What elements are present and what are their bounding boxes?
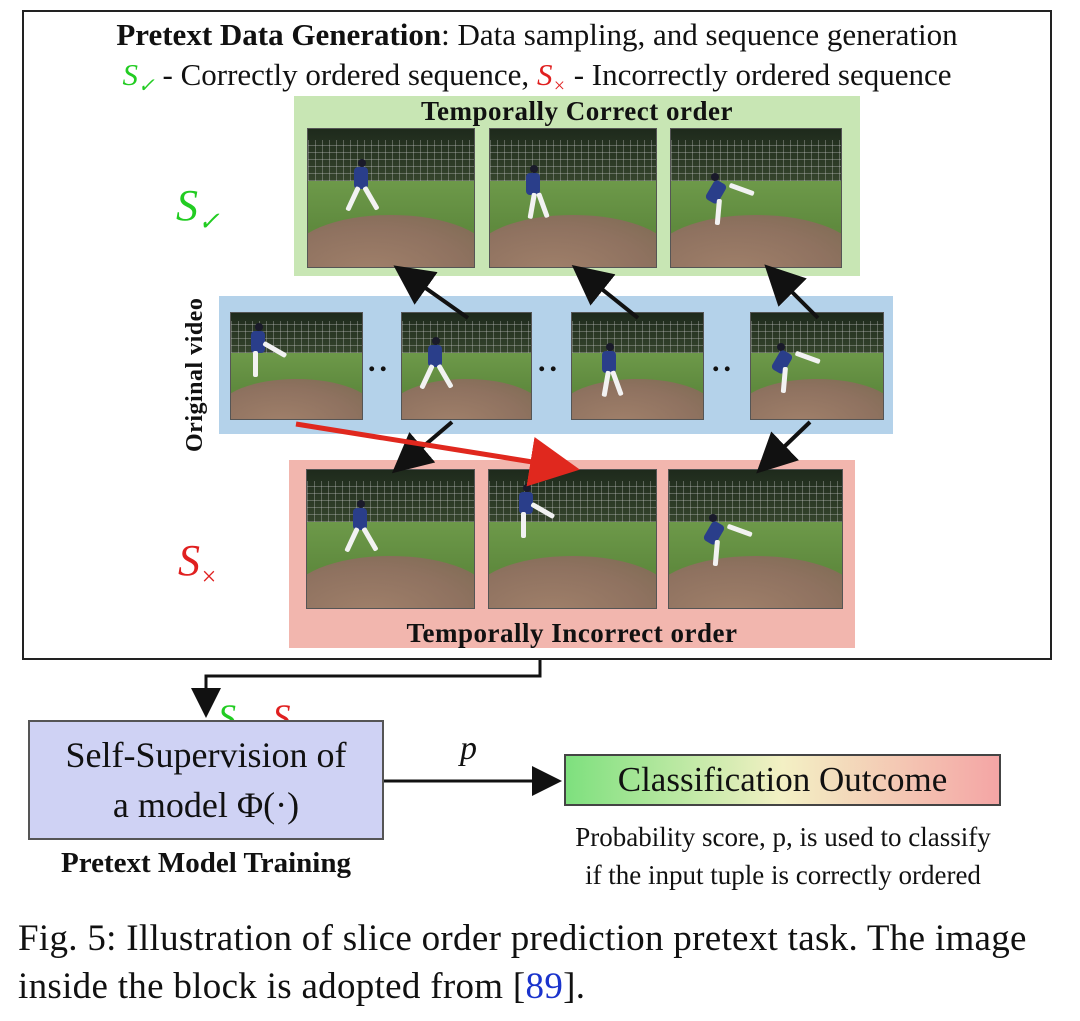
correct-frame-2 bbox=[489, 128, 657, 268]
ellipsis-2: .. bbox=[538, 345, 561, 378]
correct-order-title: Temporally Correct order bbox=[421, 96, 733, 126]
incorrect-frame-1 bbox=[306, 469, 475, 609]
header-line-2: S✓ - Correctly ordered sequence, S× - In… bbox=[22, 56, 1052, 105]
probability-line-1: Probability score, p, is used to classif… bbox=[575, 822, 991, 852]
self-supervision-box: Self-Supervision of a model Φ(·) bbox=[28, 720, 384, 840]
classification-outcome-box: Classification Outcome bbox=[564, 754, 1001, 806]
header-title-rest: : Data sampling, and sequence generation bbox=[441, 17, 958, 52]
incorrect-order-title: Temporally Incorrect order bbox=[406, 618, 738, 648]
header-line-1: Pretext Data Generation: Data sampling, … bbox=[22, 16, 1052, 54]
pretext-model-training-label: Pretext Model Training bbox=[61, 847, 351, 879]
original-frame-3 bbox=[571, 312, 704, 420]
caption-text: Fig. 5: Illustration of slice order pred… bbox=[18, 918, 1027, 1007]
figure-caption: Fig. 5: Illustration of slice order pred… bbox=[18, 915, 1064, 1011]
caption-reference-link[interactable]: 89 bbox=[525, 966, 564, 1007]
arrow-orig3-to-correct2 bbox=[571, 265, 640, 320]
s-incorrect-symbol: S× bbox=[536, 57, 566, 98]
s-incorrect-row-label: S× bbox=[178, 536, 218, 591]
original-frame-2 bbox=[401, 312, 532, 420]
header-title-bold: Pretext Data Generation bbox=[116, 17, 442, 52]
p-label: p bbox=[460, 730, 477, 767]
arrow-orig4-to-correct3 bbox=[764, 264, 820, 320]
probability-description: Probability score, p, is used to classif… bbox=[510, 818, 1056, 894]
arrow-orig4-to-incorrect3 bbox=[756, 420, 812, 474]
self-supervision-line-2: a model Φ(·) bbox=[112, 785, 300, 825]
correct-frame-3 bbox=[670, 128, 842, 268]
incorrect-frame-3 bbox=[668, 469, 843, 609]
original-frame-1 bbox=[230, 312, 363, 420]
s-correct-row-label: S✓ bbox=[176, 181, 220, 236]
arrow-orig1-to-incorrect2 bbox=[295, 421, 580, 487]
probability-line-2: if the input tuple is correctly ordered bbox=[585, 860, 981, 890]
arrow-orig2-to-correct1 bbox=[393, 265, 470, 320]
correct-legend-text: - Correctly ordered sequence, bbox=[154, 57, 537, 92]
ellipsis-3: .. bbox=[712, 345, 735, 378]
s-correct-symbol: S✓ bbox=[122, 57, 155, 98]
incorrect-legend-text: - Incorrectly ordered sequence bbox=[565, 57, 952, 92]
ellipsis-1: .. bbox=[368, 345, 391, 378]
self-supervision-line-1: Self-Supervision of bbox=[65, 735, 347, 775]
caption-end: ]. bbox=[563, 966, 586, 1007]
correct-frame-1 bbox=[307, 128, 475, 268]
original-frame-4 bbox=[750, 312, 884, 420]
incorrect-frame-2 bbox=[488, 469, 657, 609]
arrow-block-to-self-supervision bbox=[191, 660, 542, 718]
pretext-data-generation-block bbox=[22, 10, 1052, 660]
